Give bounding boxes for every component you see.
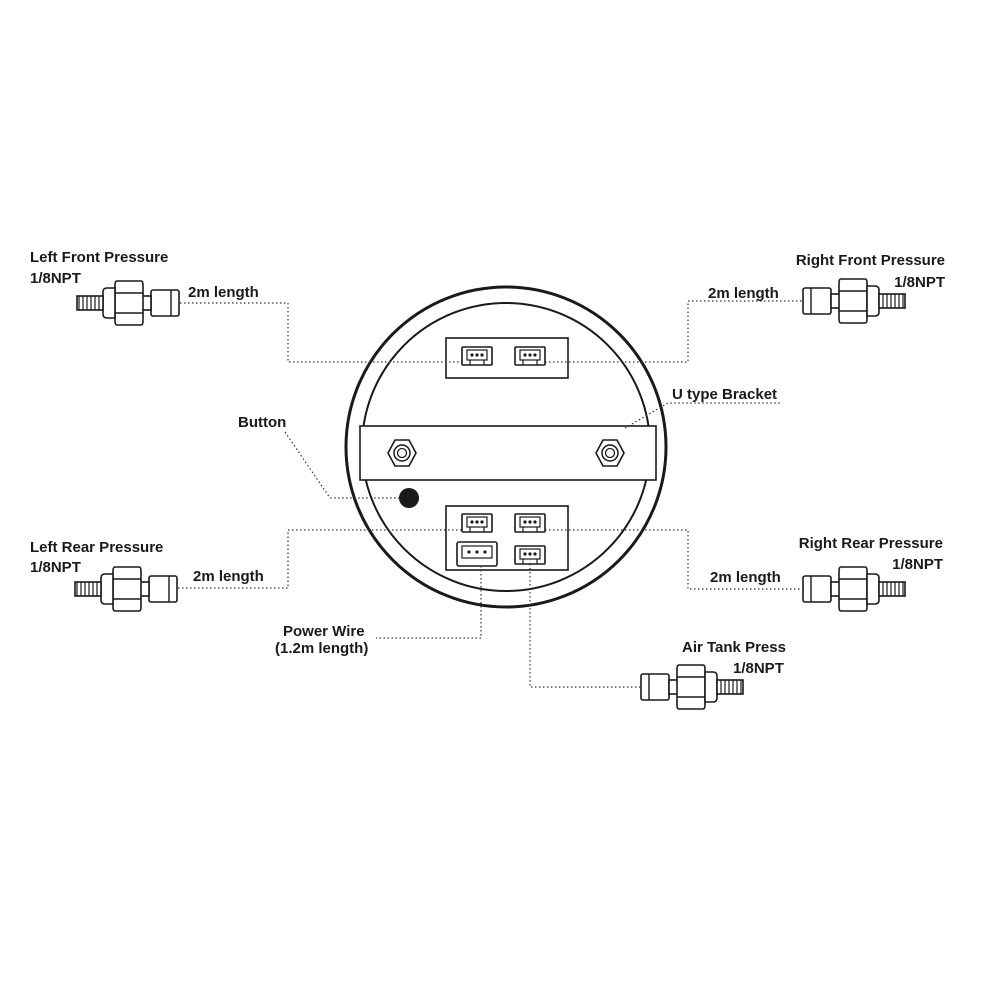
connector-left-rear [461, 513, 493, 533]
label-power-wire-length: (1.2m length) [275, 640, 368, 657]
wire-left-front [180, 302, 462, 363]
bracket-nut-right [595, 439, 625, 467]
label-left-rear-title: Left Rear Pressure [30, 539, 163, 556]
label-u-bracket: U type Bracket [672, 386, 777, 403]
connector-right-front [514, 346, 546, 366]
label-left-front-title: Left Front Pressure [30, 249, 168, 266]
connector-air-tank [514, 545, 546, 565]
sensor-left-front [77, 281, 179, 325]
label-air-tank-title: Air Tank Press [682, 639, 786, 656]
label-left-rear-npt: 1/8NPT [30, 559, 81, 576]
bracket-nut-left [387, 439, 417, 467]
label-right-front-title: Right Front Pressure [796, 252, 945, 269]
label-right-rear-length: 2m length [710, 569, 781, 586]
label-button: Button [238, 414, 286, 431]
label-right-front-npt: 1/8NPT [894, 274, 945, 291]
label-left-rear-length: 2m length [193, 568, 264, 585]
top-connector-panel [445, 337, 569, 379]
wire-power [376, 566, 482, 639]
connector-power [456, 541, 498, 567]
wire-right-rear [545, 529, 803, 590]
bottom-connector-panel [445, 505, 569, 571]
label-left-front-length: 2m length [188, 284, 259, 301]
label-right-front-length: 2m length [708, 285, 779, 302]
label-right-rear-title: Right Rear Pressure [799, 535, 943, 552]
sensor-right-front [802, 278, 906, 324]
wire-right-front [545, 300, 802, 363]
wire-air-tank [529, 564, 640, 688]
label-right-rear-npt: 1/8NPT [892, 556, 943, 573]
sensor-left-rear [75, 567, 177, 611]
connector-left-front [461, 346, 493, 366]
label-power-wire: Power Wire [283, 623, 365, 640]
connector-right-rear [514, 513, 546, 533]
label-air-tank-npt: 1/8NPT [733, 660, 784, 677]
sensor-air-tank [640, 664, 744, 710]
button-dot[interactable] [399, 488, 419, 508]
label-left-front-npt: 1/8NPT [30, 270, 81, 287]
sensor-right-rear [802, 566, 906, 612]
leader-u-bracket [624, 402, 780, 429]
